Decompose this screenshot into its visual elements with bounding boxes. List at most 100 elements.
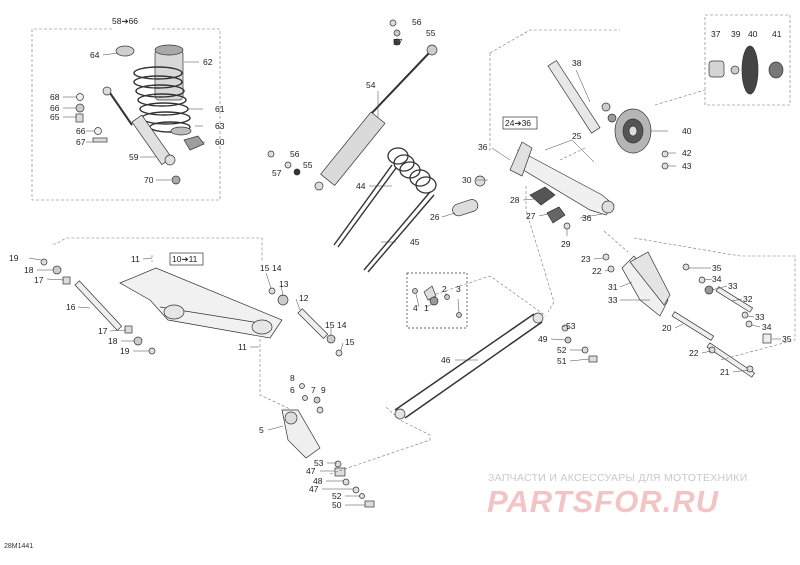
callout-2: 2 bbox=[442, 284, 447, 294]
leader-lines bbox=[28, 52, 781, 506]
callout-6: 6 bbox=[290, 385, 295, 395]
callout-16: 16 bbox=[66, 302, 76, 312]
callout-22: 22 bbox=[689, 348, 699, 358]
callout-19: 19 bbox=[9, 253, 19, 263]
link-bar bbox=[394, 312, 598, 420]
callout-14: 14 bbox=[337, 320, 347, 330]
callout-35: 35 bbox=[782, 334, 792, 344]
callout-51: 51 bbox=[557, 356, 567, 366]
callout-67: 67 bbox=[76, 137, 86, 147]
callout-49: 49 bbox=[538, 334, 548, 344]
callout-15: 15 bbox=[260, 263, 270, 273]
callout-66: 66 bbox=[50, 103, 60, 113]
callout-55: 55 bbox=[303, 160, 313, 170]
callout-40: 40 bbox=[748, 29, 758, 39]
range-label-10-11: 10➔11 bbox=[172, 254, 198, 264]
callout-1: 1 bbox=[424, 303, 429, 313]
callout-61: 61 bbox=[215, 104, 225, 114]
callout-66: 66 bbox=[76, 126, 86, 136]
callout-52: 52 bbox=[557, 345, 567, 355]
lower-bracket bbox=[281, 383, 375, 508]
callout-9: 9 bbox=[321, 385, 326, 395]
callout-28: 28 bbox=[510, 195, 520, 205]
center-shock bbox=[267, 19, 438, 191]
callout-7: 7 bbox=[311, 385, 316, 395]
callout-36: 36 bbox=[582, 213, 592, 223]
callout-22: 22 bbox=[592, 266, 602, 276]
shock-spring bbox=[133, 66, 191, 133]
callout-70: 70 bbox=[144, 175, 154, 185]
center-small-parts bbox=[406, 272, 468, 329]
callout-32: 32 bbox=[743, 294, 753, 304]
callout-43: 43 bbox=[682, 161, 692, 171]
shock-absorber-group bbox=[75, 44, 205, 185]
callout-52: 52 bbox=[332, 491, 342, 501]
callout-54: 54 bbox=[366, 80, 376, 90]
callout-26: 26 bbox=[430, 212, 440, 222]
rear-arm-assembly bbox=[474, 45, 784, 230]
callout-19: 19 bbox=[120, 346, 130, 356]
callout-41: 41 bbox=[772, 29, 782, 39]
callout-62: 62 bbox=[203, 57, 213, 67]
callout-44: 44 bbox=[356, 181, 366, 191]
callout-25: 25 bbox=[572, 131, 582, 141]
callout-15: 15 bbox=[345, 337, 355, 347]
callout-4: 4 bbox=[413, 303, 418, 313]
callout-33: 33 bbox=[728, 281, 738, 291]
callout-60: 60 bbox=[215, 137, 225, 147]
callout-46: 46 bbox=[441, 355, 451, 365]
callout-14: 14 bbox=[272, 263, 282, 273]
callout-30: 30 bbox=[462, 175, 472, 185]
callout-17: 17 bbox=[34, 275, 44, 285]
group-boxes bbox=[31, 14, 791, 201]
callout-53: 53 bbox=[314, 458, 324, 468]
callout-64: 64 bbox=[90, 50, 100, 60]
callout-15: 15 bbox=[325, 320, 335, 330]
callout-47: 47 bbox=[306, 466, 316, 476]
callout-42: 42 bbox=[682, 148, 692, 158]
range-labels: 58➔66 24➔36 10➔11 bbox=[112, 16, 538, 266]
callout-39: 39 bbox=[731, 29, 741, 39]
range-label-24-36: 24➔36 bbox=[505, 118, 531, 128]
callout-37: 37 bbox=[711, 29, 721, 39]
callout-63: 63 bbox=[215, 121, 225, 131]
right-bracket-group bbox=[602, 251, 772, 378]
callout-27: 27 bbox=[526, 211, 536, 221]
figure-reference: 28M1441 bbox=[4, 543, 34, 550]
callout-23: 23 bbox=[581, 254, 591, 264]
callout-38: 38 bbox=[572, 58, 582, 68]
callout-11: 11 bbox=[131, 254, 140, 264]
spring-seat bbox=[115, 45, 135, 57]
shock-cylinder bbox=[154, 49, 184, 101]
callout-56: 56 bbox=[290, 149, 300, 159]
callout-34: 34 bbox=[712, 274, 722, 284]
watermark-tagline: ЗАПЧАСТИ И АКСЕССУАРЫ ДЛЯ МОТОТЕХНИКИ bbox=[488, 472, 748, 484]
callout-3: 3 bbox=[456, 284, 461, 294]
callout-18: 18 bbox=[108, 336, 118, 346]
callout-50: 50 bbox=[332, 500, 342, 510]
callout-8: 8 bbox=[290, 373, 295, 383]
callout-33: 33 bbox=[755, 312, 765, 322]
range-label-58-66: 58➔66 bbox=[112, 16, 138, 26]
front-arm-assembly bbox=[40, 258, 343, 357]
callout-48: 48 bbox=[313, 476, 323, 486]
callout-33: 33 bbox=[608, 295, 618, 305]
callout-18: 18 bbox=[24, 265, 34, 275]
callout-21: 21 bbox=[720, 367, 730, 377]
callouts: 62 64 68 66 65 61 63 66 67 60 59 70 56 5… bbox=[9, 17, 792, 510]
callout-53: 53 bbox=[566, 321, 576, 331]
callout-11: 11 bbox=[238, 342, 247, 352]
callout-68: 68 bbox=[50, 92, 60, 102]
callout-13: 13 bbox=[279, 279, 289, 289]
callout-57: 57 bbox=[393, 37, 403, 47]
callout-57: 57 bbox=[272, 168, 282, 178]
watermark-logo: PARTSFOR.RU bbox=[487, 484, 720, 519]
shock-body bbox=[102, 86, 176, 166]
callout-31: 31 bbox=[608, 282, 618, 292]
callout-12: 12 bbox=[299, 293, 309, 303]
callout-47: 47 bbox=[309, 484, 319, 494]
callout-36: 36 bbox=[478, 142, 488, 152]
callout-35: 35 bbox=[712, 263, 722, 273]
callout-55: 55 bbox=[426, 28, 436, 38]
